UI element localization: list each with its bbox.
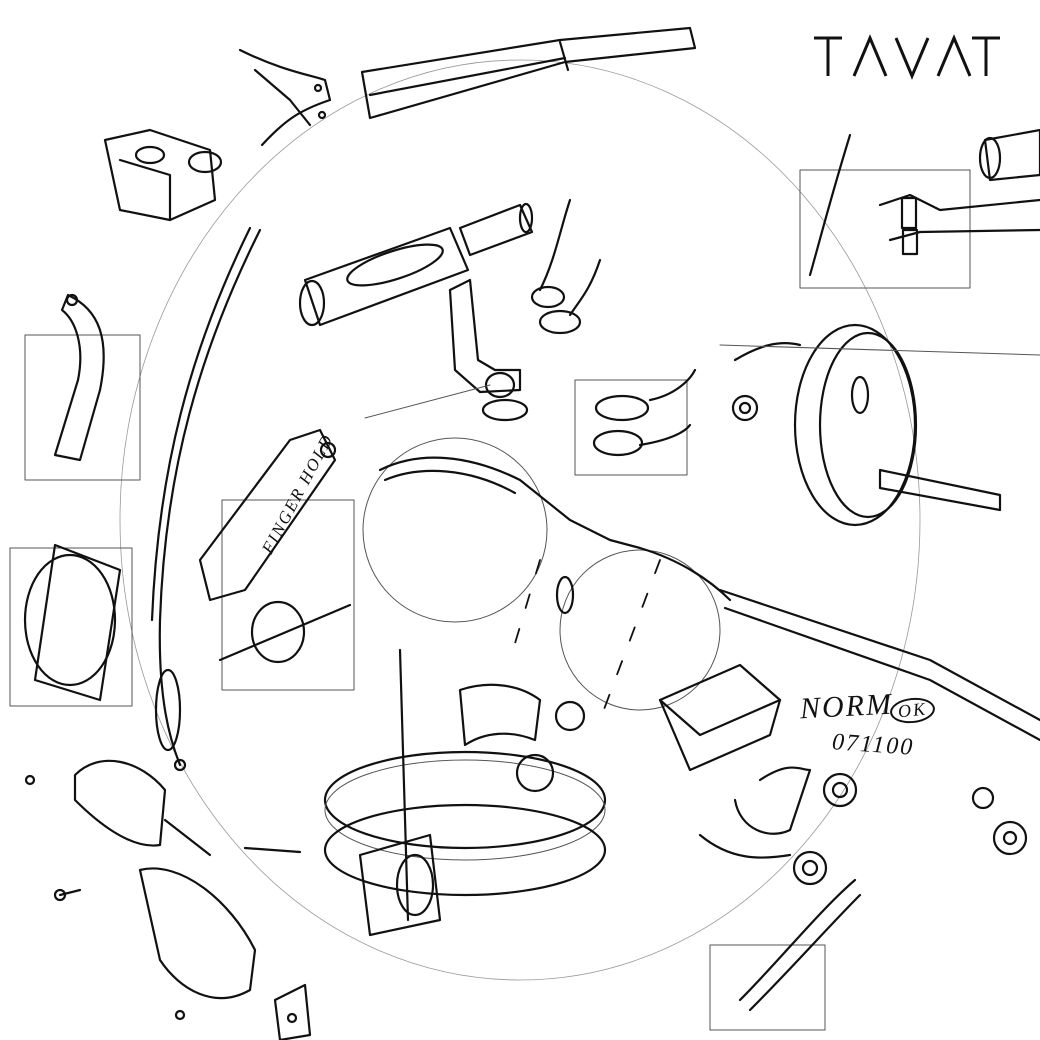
norm-annotation: NORM bbox=[799, 687, 894, 726]
temple-arm-sketch bbox=[360, 26, 697, 120]
pad-detail-sketch bbox=[574, 368, 697, 476]
glasses-front-sketch bbox=[362, 437, 1040, 742]
hinge-corner-sketch bbox=[238, 48, 332, 147]
tavat-logo bbox=[814, 34, 1000, 80]
temple-tip-sketch bbox=[709, 878, 862, 1031]
pad-arm-sketch bbox=[364, 278, 529, 422]
tube-pin-sketch bbox=[298, 202, 534, 327]
rim-hinge-sketch bbox=[719, 323, 1040, 527]
hinge-stub-sketch bbox=[273, 983, 312, 1040]
nose-pad-sketch bbox=[698, 766, 858, 886]
hinge-assembly-sketch bbox=[799, 128, 1040, 289]
left-arm-profile-sketch bbox=[24, 293, 141, 481]
side-pad-sketch bbox=[971, 786, 1028, 856]
code-annotation: 071100 bbox=[831, 729, 916, 761]
rim-bridge-sketch bbox=[243, 648, 607, 937]
curved-temple-sketch bbox=[150, 226, 262, 772]
nose-bracket-sketch bbox=[530, 198, 602, 335]
finger-hold-sketch bbox=[198, 428, 355, 691]
construction-arc bbox=[119, 59, 921, 981]
wedge-block-sketch bbox=[658, 663, 782, 772]
lens-frame-sketch bbox=[9, 543, 133, 707]
clip-block-sketch bbox=[103, 128, 223, 222]
goggle-frame-sketch bbox=[24, 759, 257, 1021]
